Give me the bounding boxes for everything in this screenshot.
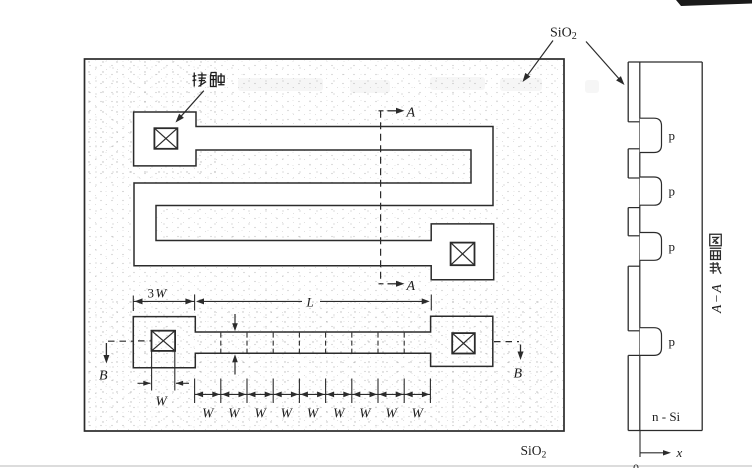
svg-text:p: p (669, 334, 676, 349)
svg-text:A: A (406, 279, 416, 294)
svg-text:p: p (669, 128, 676, 143)
svg-text:W: W (202, 406, 215, 421)
svg-text:W: W (307, 406, 320, 421)
svg-text:W: W (333, 406, 346, 421)
svg-text:W: W (254, 406, 267, 421)
svg-text:p: p (669, 239, 676, 254)
svg-text:L: L (306, 295, 314, 310)
svg-text:n - Si: n - Si (652, 409, 681, 424)
svg-text:0: 0 (633, 461, 639, 468)
svg-text:W: W (385, 406, 398, 421)
svg-text:p: p (669, 184, 676, 199)
svg-text:A: A (406, 106, 416, 121)
svg-text:SiO2: SiO2 (521, 443, 547, 461)
svg-text:SiO2: SiO2 (550, 26, 577, 43)
svg-text:W: W (281, 406, 294, 421)
svg-text:3: 3 (148, 286, 155, 301)
svg-text:W: W (156, 394, 169, 409)
svg-text:W: W (156, 286, 168, 301)
svg-text:W: W (359, 406, 372, 421)
svg-text:B: B (514, 367, 523, 382)
svg-text:B: B (99, 369, 108, 384)
svg-text:A−A: A−A (709, 283, 724, 314)
svg-text:W: W (228, 406, 241, 421)
svg-text:x: x (676, 445, 683, 460)
svg-text:W: W (412, 406, 425, 421)
